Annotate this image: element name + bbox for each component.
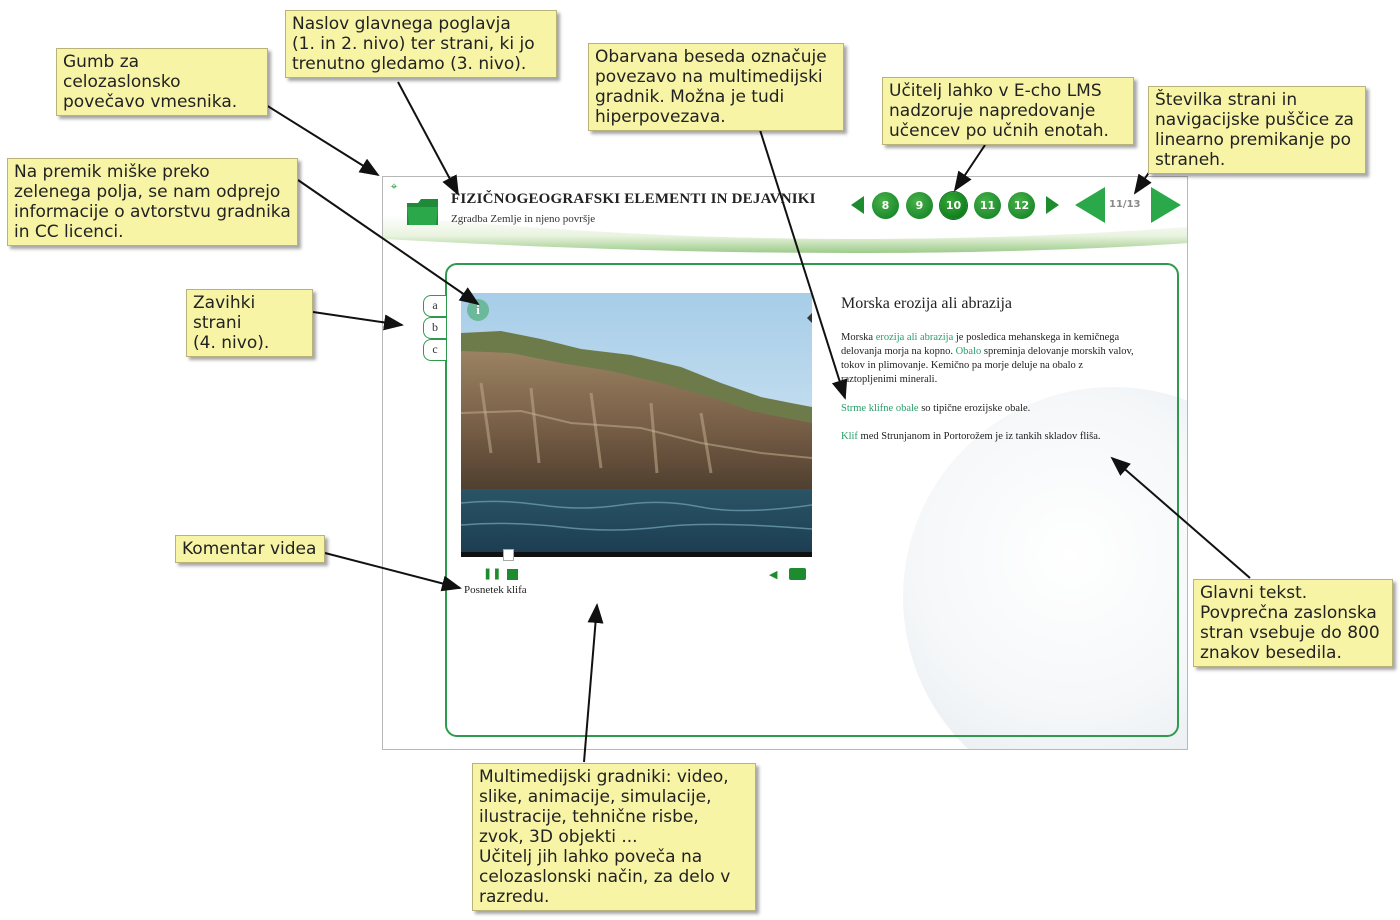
volume-icon[interactable]: ◀ bbox=[769, 568, 778, 581]
pages-scroll-left-icon[interactable] bbox=[851, 196, 864, 214]
article-text: je posledica mehanskega in kemičnega del… bbox=[841, 332, 1120, 357]
fullscreen-toggle-icon[interactable]: ⌖ bbox=[390, 179, 398, 193]
note-fullscreen-button: Gumb za celozaslonsko povečavo vmesnika. bbox=[56, 48, 268, 116]
e-learning-app-window: ⌖ FIZIČNOGEOGRAFSKI ELEMENTI IN DEJAVNIK… bbox=[382, 176, 1188, 750]
article-title: Morska erozija ali abrazija bbox=[841, 295, 1013, 312]
page-button-12[interactable]: 12 bbox=[1008, 192, 1035, 219]
tab-a[interactable]: a bbox=[423, 295, 446, 317]
article-text: spreminja delovanje morskih valov, tokov… bbox=[841, 346, 1134, 385]
info-license-icon[interactable]: i bbox=[467, 299, 489, 321]
header-green-band bbox=[383, 215, 1187, 253]
next-page-arrow-icon[interactable] bbox=[1151, 187, 1181, 223]
stop-icon[interactable] bbox=[507, 569, 518, 580]
note-lms-progress: Učitelj lahko v E-cho LMS nadzoruje napr… bbox=[882, 77, 1134, 145]
article-link[interactable]: Obalo bbox=[955, 346, 982, 357]
previous-page-arrow-icon[interactable] bbox=[1075, 187, 1105, 223]
video-fullscreen-icon[interactable] bbox=[789, 568, 806, 580]
tab-c[interactable]: c bbox=[423, 339, 446, 361]
article-link[interactable]: Strme klifne obale bbox=[841, 403, 919, 414]
article-paragraph-2: Strme klifne obale so tipične erozijske … bbox=[841, 402, 1141, 416]
page-subtitle: Zgradba Zemlje in njeno površje bbox=[451, 213, 596, 225]
page-button-9[interactable]: 9 bbox=[906, 192, 933, 219]
note-multimedia: Multimedijski gradniki: video, slike, an… bbox=[472, 763, 756, 911]
article-paragraph-1: Morska erozija ali abrazija je posledica… bbox=[841, 331, 1141, 387]
article-link[interactable]: Klif bbox=[841, 431, 858, 442]
article-text: so tipične erozijske obale. bbox=[918, 403, 1031, 414]
pages-scroll-right-icon[interactable] bbox=[1046, 196, 1059, 214]
note-video-comment: Komentar videa bbox=[175, 535, 325, 563]
video-caption: Posnetek klifa bbox=[464, 584, 527, 596]
chapter-folder-icon bbox=[407, 199, 438, 225]
page-button-11[interactable]: 11 bbox=[974, 192, 1001, 219]
note-mouse-over-info: Na premik miške preko zelenega polja, se… bbox=[7, 158, 298, 246]
tab-b[interactable]: b bbox=[423, 317, 446, 339]
article-text: med Strunjanom in Portorožem je iz tanki… bbox=[857, 431, 1101, 442]
note-colored-word: Obarvana beseda označuje povezavo na mul… bbox=[588, 43, 844, 131]
pause-icon[interactable]: ❚❚ bbox=[483, 567, 502, 580]
page-counter: 11/13 bbox=[1109, 199, 1141, 210]
media-panel-collapse-icon[interactable] bbox=[807, 313, 812, 323]
article-paragraph-3: Klif med Strunjanom in Portorožem je iz … bbox=[841, 430, 1141, 444]
video-progress-thumb[interactable] bbox=[503, 549, 514, 561]
video-player-cliff[interactable] bbox=[461, 293, 812, 552]
note-main-text: Glavni tekst. Povprečna zaslonska stran … bbox=[1193, 579, 1393, 667]
article-link[interactable]: erozija ali abrazija bbox=[875, 332, 954, 343]
chapter-title: FIZIČNOGEOGRAFSKI ELEMENTI IN DEJAVNIKI bbox=[451, 191, 816, 207]
note-chapter-title: Naslov glavnega poglavja (1. in 2. nivo)… bbox=[285, 10, 557, 78]
video-progress-bar[interactable] bbox=[461, 552, 812, 557]
note-page-number: Številka strani in navigacijske puščice … bbox=[1148, 86, 1366, 174]
note-page-tabs: Zavihki strani (4. nivo). bbox=[186, 289, 313, 357]
page-button-10-current[interactable]: 10 bbox=[940, 192, 967, 219]
article-text: Morska bbox=[841, 332, 876, 343]
page-button-8[interactable]: 8 bbox=[872, 192, 899, 219]
